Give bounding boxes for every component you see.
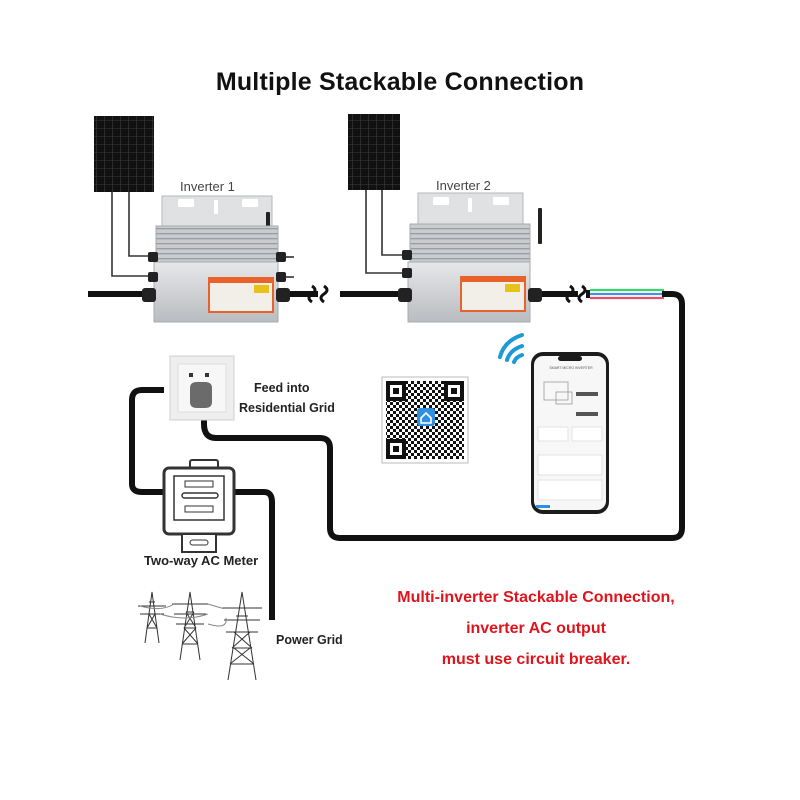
meter-label: Two-way AC Meter — [144, 553, 259, 568]
inverter-1-label: Inverter 1 — [180, 179, 235, 194]
feed-label-line1: Feed into — [254, 381, 310, 395]
inverter-2-label: Inverter 2 — [436, 178, 491, 193]
wall-socket — [169, 355, 235, 421]
cable-break-icon — [307, 284, 329, 304]
inverter-1 — [142, 195, 294, 323]
solar-panel-2 — [348, 114, 400, 190]
notice-line-3: must use circuit breaker. — [441, 651, 631, 668]
warning-label — [208, 277, 274, 313]
inverter-2 — [398, 192, 542, 323]
feed-label-line2: Residential Grid — [239, 401, 335, 415]
smartphone — [531, 352, 609, 514]
antenna-icon — [538, 208, 542, 244]
solar-panel-1 — [94, 116, 154, 192]
warning-label — [460, 276, 526, 312]
cable-break-icon — [565, 284, 587, 304]
qr-code[interactable] — [381, 376, 469, 464]
notice-line-1: Multi-inverter Stackable Connection, — [397, 589, 675, 606]
wifi-icon — [498, 333, 524, 364]
page-title: Multiple Stackable Connection — [215, 68, 585, 96]
phone-app-title: SMART MICRO INVERTER — [549, 366, 593, 370]
plug-icon — [190, 382, 212, 408]
notice-line-2: inverter AC output — [466, 620, 606, 637]
power-grid-towers-icon — [138, 591, 262, 681]
power-grid-label: Power Grid — [276, 633, 343, 647]
ac-meter-icon — [162, 459, 236, 553]
